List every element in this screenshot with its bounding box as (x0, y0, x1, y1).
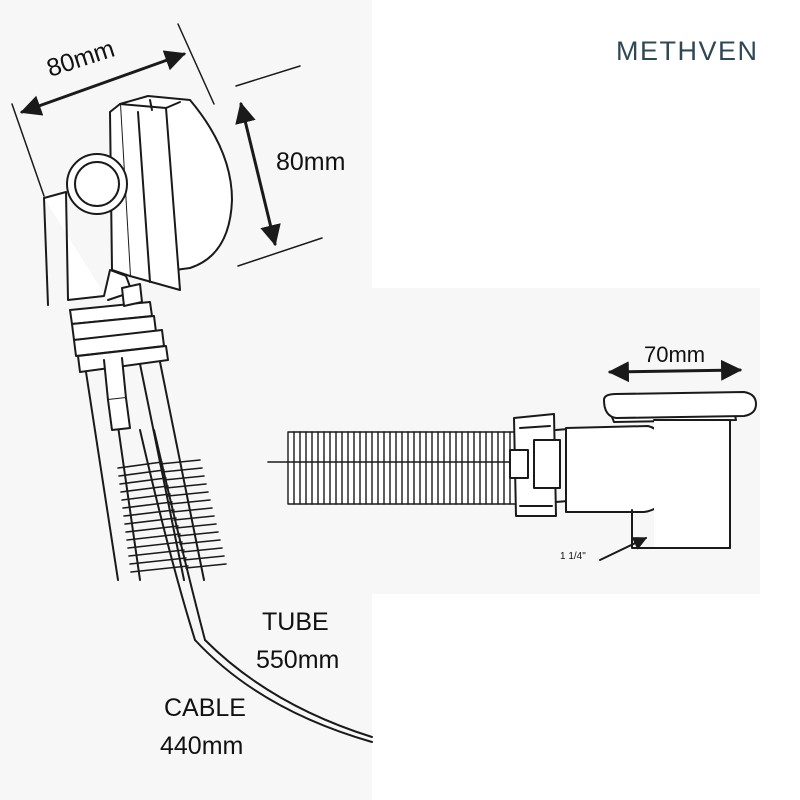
vertical-tubes (85, 357, 205, 581)
outlet-pointer-arrow (599, 537, 648, 561)
plug-height-label: 80mm (276, 148, 346, 176)
plug-width-arrow (20, 50, 186, 116)
outlet-size-label: 1 1/4" (560, 551, 586, 562)
waste-width-label: 70mm (644, 342, 706, 367)
plug-dimension-lines (11, 23, 323, 267)
waste-width-arrow (607, 359, 743, 383)
tube-label: TUBE (262, 608, 329, 636)
waste-hose (287, 431, 517, 505)
brand-logo: METHVEN (616, 36, 759, 66)
flexible-hose (117, 459, 227, 573)
waste-flange (603, 391, 757, 419)
waste-body (565, 409, 737, 549)
waste-coupling (509, 413, 581, 517)
tube-length-label: 550mm (256, 646, 340, 674)
cable-length-label: 440mm (160, 732, 244, 760)
cable-label: CABLE (164, 694, 246, 722)
connector-rings (69, 283, 169, 373)
tube-and-cable (139, 429, 373, 743)
plug-height-arrow (235, 101, 281, 247)
overflow-ring (66, 153, 128, 215)
plug-head (109, 95, 233, 291)
